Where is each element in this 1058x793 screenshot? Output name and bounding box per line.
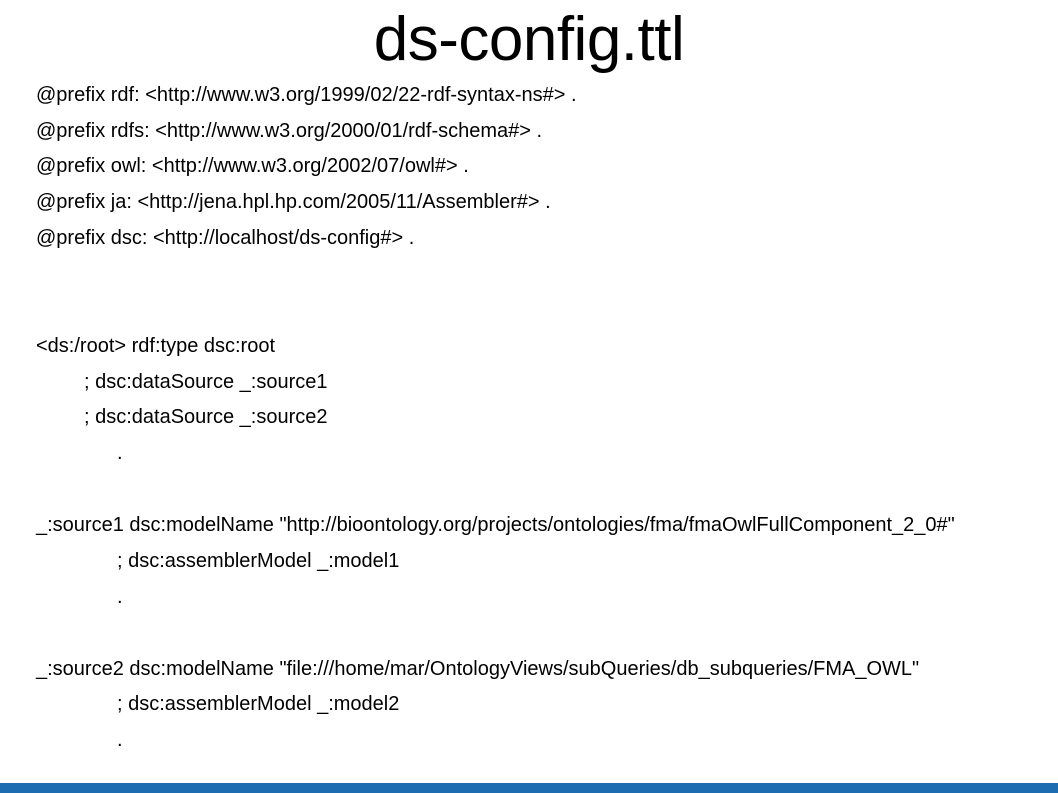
source2-assembler-line: ; dsc:assemblerModel _:model2 xyxy=(117,693,400,715)
source2-modelname-line: _:source2 dsc:modelName "file:///home/ma… xyxy=(36,658,920,680)
slide-footer-bar xyxy=(0,783,1058,793)
prefix-dsc-line: @prefix dsc: <http://localhost/ds-config… xyxy=(36,227,415,249)
prefix-owl-line: @prefix owl: <http://www.w3.org/2002/07/… xyxy=(36,155,469,177)
root-terminator-line: . xyxy=(117,442,123,464)
source1-assembler-line: ; dsc:assemblerModel _:model1 xyxy=(117,550,400,572)
source1-modelname-line: _:source1 dsc:modelName "http://bioontol… xyxy=(36,514,955,536)
root-datasource-1-line: ; dsc:dataSource _:source1 xyxy=(84,371,328,393)
prefix-ja-line: @prefix ja: <http://jena.hpl.hp.com/2005… xyxy=(36,191,551,213)
root-datasource-2-line: ; dsc:dataSource _:source2 xyxy=(84,406,328,428)
page-title: ds-config.ttl xyxy=(373,5,685,74)
root-statement-line: <ds:/root> rdf:type dsc:root xyxy=(36,335,276,357)
prefix-rdfs-line: @prefix rdfs: <http://www.w3.org/2000/01… xyxy=(36,120,543,142)
source1-terminator-line: . xyxy=(117,586,123,608)
source2-terminator-line: . xyxy=(117,729,123,751)
prefix-rdf-line: @prefix rdf: <http://www.w3.org/1999/02/… xyxy=(36,84,577,106)
